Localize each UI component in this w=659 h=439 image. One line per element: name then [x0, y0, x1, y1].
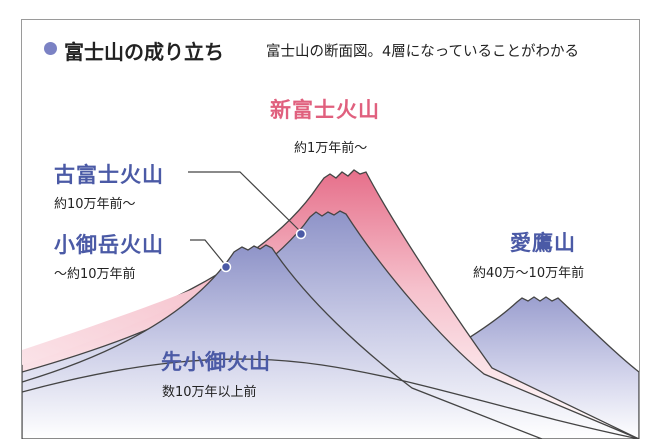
label-komitake-age: 〜約10万年前 [54, 267, 136, 282]
label-sen-komitake-age: 数10万年以上前 [162, 385, 257, 400]
marker-komitake [220, 261, 232, 273]
label-shin-fuji-name: 新富士火山 [270, 98, 380, 122]
leader-ko-fuji [188, 171, 303, 234]
page-subtitle: 富士山の断面図。4層になっていることがわかる [266, 44, 579, 60]
label-komitake-name: 小御岳火山 [54, 233, 164, 257]
label-sen-komitake-name: 先小御火山 [161, 350, 271, 374]
label-ashitaka-age: 約40万〜10万年前 [473, 266, 585, 281]
layer-komitake [22, 244, 543, 439]
bullet-dot [44, 42, 57, 55]
marker-ko-fuji [295, 228, 307, 240]
label-ko-fuji-age: 約10万年前〜 [54, 197, 136, 212]
cross-section-art [22, 169, 639, 439]
boundary-line-1 [22, 358, 639, 439]
label-ashitaka-name: 愛鷹山 [510, 231, 576, 255]
leader-komitake [190, 239, 228, 268]
label-shin-fuji-age: 約1万年前〜 [294, 141, 368, 156]
page-title: 富士山の成り立ち [64, 40, 224, 64]
diagram-frame: 富士山の成り立ち 富士山の断面図。4層になっていることがわかる 新富士火山 約1… [21, 19, 640, 439]
label-ko-fuji-name: 古富士火山 [54, 163, 164, 187]
pink-band [22, 240, 297, 365]
